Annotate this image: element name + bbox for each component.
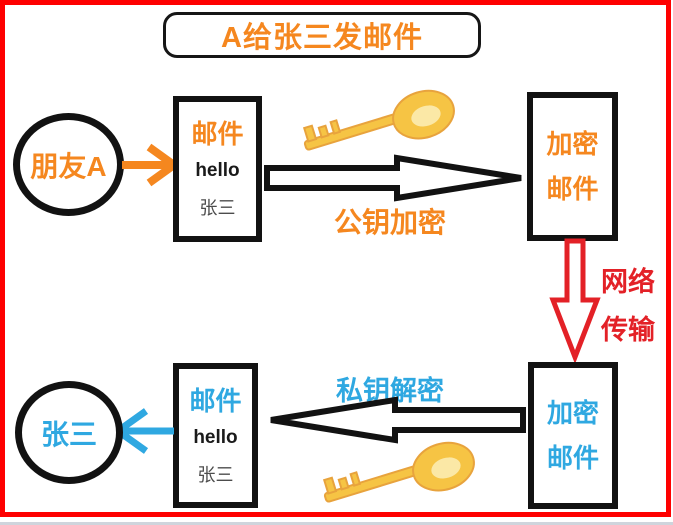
encrypted-node-top: 加密 邮件	[527, 92, 618, 241]
network-label-line1: 网络	[601, 267, 655, 297]
mail-body: hello	[195, 160, 240, 181]
network-label: 网络 传输	[601, 258, 655, 354]
encrypt-label: 公钥加密	[334, 207, 447, 238]
decrypt-arrow-icon	[270, 396, 526, 444]
public-key-icon	[302, 89, 455, 151]
sender-label: 朋友A	[30, 150, 107, 182]
network-arrow-icon	[549, 238, 601, 364]
diagram-title-box: A给张三发邮件	[163, 12, 481, 58]
private-key-icon	[322, 441, 475, 503]
screenshot-edge-strip	[0, 522, 673, 525]
send-arrow-icon	[122, 143, 181, 187]
encrypted-line1: 加密	[546, 397, 599, 428]
receiver-label: 张三	[40, 418, 97, 450]
encrypted-line1: 加密	[546, 128, 599, 159]
diagram-title: A给张三发邮件	[221, 22, 423, 54]
mail-body: hello	[193, 427, 238, 448]
mail-recipient: 张三	[199, 198, 236, 218]
mail-node-top: 邮件 hello 张三	[173, 96, 262, 242]
encrypted-line2: 邮件	[546, 173, 599, 204]
encrypt-arrow-icon	[264, 154, 522, 202]
mail-node-bottom: 邮件 hello 张三	[173, 363, 258, 508]
mail-title: 邮件	[191, 119, 244, 149]
sender-node: 朋友A	[13, 113, 124, 216]
encrypted-line2: 邮件	[546, 442, 599, 473]
encrypted-node-bottom: 加密 邮件	[528, 362, 618, 509]
mail-title: 邮件	[189, 386, 242, 416]
receiver-node: 张三	[15, 381, 123, 484]
mail-recipient: 张三	[197, 465, 234, 485]
network-label-line2: 传输	[601, 315, 655, 345]
